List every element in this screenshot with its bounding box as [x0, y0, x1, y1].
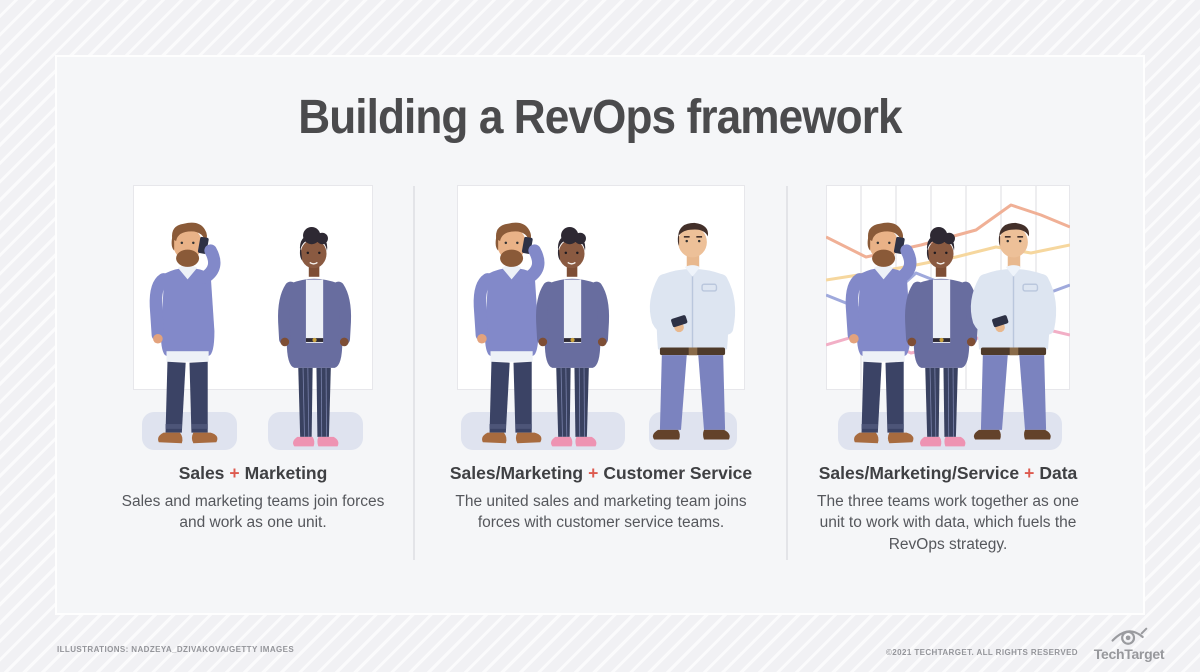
sales-marketing-service-illustration [431, 185, 771, 453]
techtarget-logo: TechTarget [1086, 626, 1172, 662]
plus-sign: + [229, 463, 240, 483]
page-title: Building a RevOps framework [298, 91, 902, 144]
plus-sign: + [588, 463, 599, 483]
techtarget-wordmark: TechTarget [1093, 646, 1165, 662]
woman-illustration [516, 226, 631, 456]
panel-teams-plus-data: Sales/Marketing/Service+Data The three t… [778, 185, 1118, 555]
heading-text: Sales/Marketing/Service [818, 463, 1020, 483]
panel-divider [413, 186, 415, 560]
heading-text: Marketing [244, 463, 328, 483]
copyright-notice: ©2021 TECHTARGET. ALL RIGHTS RESERVED [886, 648, 1078, 657]
woman-illustration [258, 226, 373, 456]
panel-sales-marketing: Sales+Marketing Sales and marketing team… [83, 185, 423, 534]
panel-description: Sales and marketing teams join forces an… [121, 493, 385, 532]
businessman-with-phone-illustration [956, 221, 1071, 451]
heading-text: Data [1039, 463, 1078, 483]
heading-text: Sales [178, 463, 225, 483]
plus-sign: + [1024, 463, 1035, 483]
panel-heading: Sales+Marketing [83, 463, 423, 484]
platform-shape [461, 412, 625, 450]
techtarget-eye-icon [1111, 627, 1148, 645]
heading-text: Customer Service [603, 463, 753, 483]
platform-shape [142, 412, 237, 450]
panel-description: The three teams work together as one uni… [817, 493, 1079, 553]
panel-heading: Sales/Marketing/Service+Data [778, 463, 1118, 484]
teams-data-illustration [778, 185, 1118, 453]
illustration-credit: ILLUSTRATIONS: NADZEYA_DZIVAKOVA/GETTY I… [57, 645, 295, 654]
panel-sales-marketing-customer-service: Sales/Marketing+Customer Service The uni… [431, 185, 771, 534]
businessman-with-phone-illustration [635, 221, 750, 451]
panel-description: The united sales and marketing team join… [455, 493, 747, 532]
panel-divider [786, 186, 788, 560]
sales-marketing-illustration [83, 185, 423, 453]
heading-text: Sales/Marketing [449, 463, 584, 483]
man-on-phone-illustration [132, 218, 247, 448]
platform-shape [268, 412, 363, 450]
panel-heading: Sales/Marketing+Customer Service [431, 463, 771, 484]
